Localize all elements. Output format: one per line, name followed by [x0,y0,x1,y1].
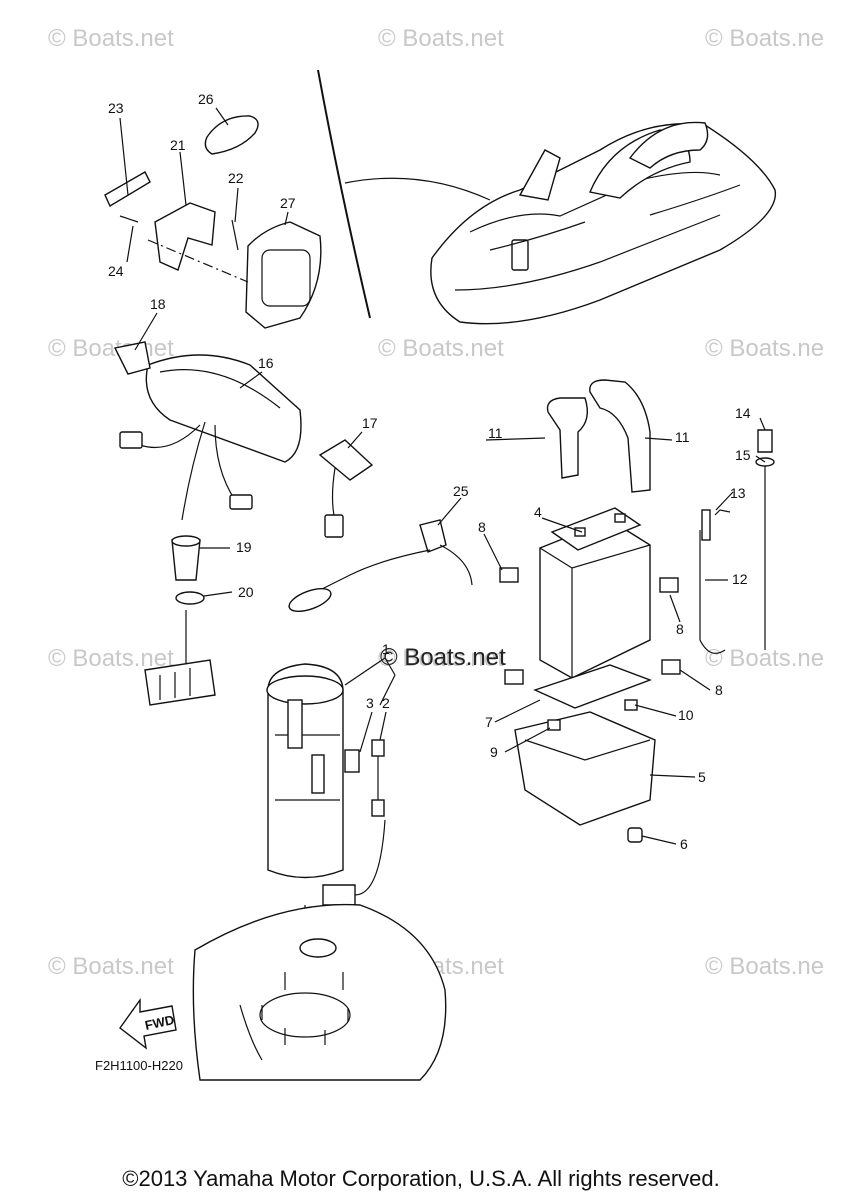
watermark: © Boats.ne [705,335,824,362]
diagram-code: F2H1100-H220 [95,1058,183,1073]
callout-13: 13 [730,485,746,501]
watermark: © Boats.ne [705,25,824,52]
watermark: © Boats.net [378,25,504,52]
hull-section [192,903,447,1081]
callout-12: 12 [732,571,748,587]
fuel-pump-assembly [266,519,473,1010]
meter-assembly [113,341,374,706]
callout-8a: 8 [478,519,486,535]
callout-16: 16 [258,355,274,371]
callout-1: 1 [382,641,390,657]
callout-7: 7 [485,714,493,730]
callout-18: 18 [150,296,166,312]
center-watermark: © Boats.net [380,644,506,671]
callout-9: 9 [490,744,498,760]
callout-3: 3 [366,695,374,711]
callout-10: 10 [678,707,694,723]
watermark: © Boats.net [48,953,174,980]
bracket-assembly [104,115,322,329]
fwd-label: FWD [144,1012,176,1033]
callout-24: 24 [108,263,124,279]
copyright-notice: ©2013 Yamaha Motor Corporation, U.S.A. A… [122,1166,720,1191]
callout-11b: 11 [675,429,690,445]
watermark: © Boats.net [378,335,504,362]
callout-6: 6 [680,836,688,852]
callout-4: 4 [534,504,542,520]
fwd-arrow: FWD [119,997,177,1050]
callout-5: 5 [698,769,706,785]
watermark-layer: © Boats.net © Boats.net © Boats.ne © Boa… [48,25,824,980]
callout-25: 25 [453,483,469,499]
callout-26: 26 [198,91,214,107]
callout-15: 15 [735,447,751,463]
callout-11a: 11 [488,425,503,441]
callout-21: 21 [170,137,186,153]
callout-2: 2 [382,695,390,711]
callout-19: 19 [236,539,252,555]
battery-group [499,379,775,843]
watermark: © Boats.net [48,335,174,362]
callout-8c: 8 [715,682,723,698]
callout-20: 20 [238,584,254,600]
callout-27: 27 [280,195,296,211]
callout-22: 22 [228,170,244,186]
callout-labels: 23 26 21 22 27 24 18 16 17 19 20 25 11 1… [108,91,751,852]
watermark: © Boats.net [48,645,174,672]
watermark: © Boats.ne [705,953,824,980]
watercraft-illustration [317,69,777,325]
watermark: © Boats.net [48,25,174,52]
callout-8b: 8 [676,621,684,637]
callout-14: 14 [735,405,751,421]
callout-17: 17 [362,415,378,431]
leader-lines [119,107,766,845]
watermark: © Boats.net [378,645,504,672]
callout-23: 23 [108,100,124,116]
